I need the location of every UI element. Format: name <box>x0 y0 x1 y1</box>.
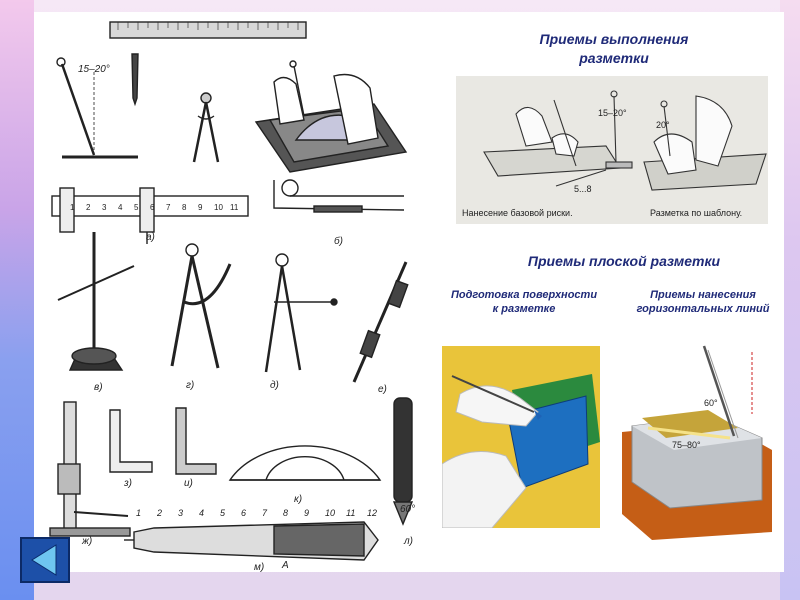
ruler-number: 1 <box>70 203 75 212</box>
tool-label-angle: 15–20° <box>78 64 110 75</box>
ruler-number: 11 <box>230 203 239 212</box>
punch-part-number: 11 <box>346 508 355 518</box>
surface-prep-drawing <box>442 346 600 528</box>
tool-label-a: а) <box>146 232 155 243</box>
tool-label-e: е) <box>378 384 387 395</box>
horizontal-lines-line-1: Приемы нанесения <box>650 289 756 301</box>
surface-prep-line-2: к разметке <box>492 303 556 315</box>
marking-methods-line-1: Приемы выполнения <box>539 31 689 47</box>
marking-methods-photo: 15–20° 5...8 20° Нанесение базовой риски… <box>456 76 768 224</box>
slide-canvas: 15–20° а) б) в) г) д) е) ж) з) и) к) л) … <box>34 12 784 572</box>
ruler-number: 8 <box>182 203 187 212</box>
marking-methods-heading: Приемы выполнения разметки <box>464 30 764 68</box>
tool-label-g: г) <box>186 380 194 391</box>
punch-part-number: 12 <box>367 508 377 518</box>
block-angle-1-label: 60° <box>704 398 718 408</box>
surface-prep-subheading: Подготовка поверхности к разметке <box>434 288 614 316</box>
photo-dim-label: 5...8 <box>574 184 592 194</box>
horizontal-lines-drawing: 60° 75–80° <box>622 345 772 540</box>
back-arrow-icon <box>31 544 57 576</box>
tool-label-i: и) <box>184 478 193 489</box>
back-nav-button[interactable] <box>20 537 70 583</box>
tool-label-k: к) <box>294 494 302 505</box>
punch-part-number: 7 <box>262 508 268 518</box>
tool-label-b: б) <box>334 235 343 247</box>
tool-label-punch-angle: 60° <box>400 504 415 515</box>
ruler-number: 10 <box>214 203 223 212</box>
surface-prep-line-1: Подготовка поверхности <box>450 289 598 301</box>
block-angle-2-label: 75–80° <box>672 440 701 450</box>
punch-part-number: 8 <box>283 508 288 518</box>
template-caption: Разметка по шаблону. <box>650 208 742 218</box>
ruler-number: 3 <box>102 203 107 212</box>
ruler-number: 5 <box>134 203 139 212</box>
photo-angle-small-label: 20° <box>656 120 670 130</box>
ruler-number: 6 <box>150 203 155 212</box>
ruler-number: 2 <box>86 203 91 212</box>
tool-label-v: в) <box>94 382 103 393</box>
punch-part-number: 10 <box>325 508 335 518</box>
tool-label-zh: ж) <box>81 536 92 547</box>
photo-angle-label: 15–20° <box>598 108 627 118</box>
surface-prep-photo <box>442 346 600 528</box>
horizontal-lines-subheading: Приемы нанесения горизонтальных линий <box>628 288 778 316</box>
punch-part-number: 2 <box>156 508 162 518</box>
horizontal-lines-photo: 60° 75–80° <box>612 332 776 544</box>
ruler-number: 4 <box>118 203 123 212</box>
marking-methods-line-2: разметки <box>579 50 649 66</box>
tool-label-l: л) <box>403 536 413 547</box>
tool-label-A: A <box>281 560 289 571</box>
punch-part-number: 4 <box>199 508 204 518</box>
ruler-number: 7 <box>166 203 171 212</box>
tool-label-d: д) <box>270 380 279 391</box>
ruler-number: 9 <box>198 203 203 212</box>
marking-tools-illustration: 15–20° а) б) в) г) д) е) ж) з) и) к) л) … <box>49 21 415 572</box>
horizontal-lines-line-2: горизонтальных линий <box>636 303 770 315</box>
baseline-caption: Нанесение базовой риски. <box>462 208 573 218</box>
punch-part-number: 6 <box>241 508 246 518</box>
marking-methods-drawing: 15–20° 5...8 20° Нанесение базовой риски… <box>462 90 767 218</box>
punch-part-number: 3 <box>178 508 183 518</box>
right-decor-strip <box>780 0 800 600</box>
scriber <box>60 63 96 156</box>
punch-part-number: 1 <box>136 508 141 518</box>
flat-marking-heading: Приемы плоской разметки <box>527 253 721 269</box>
tool-label-z: з) <box>123 478 132 489</box>
punch-part-number: 5 <box>220 508 226 518</box>
left-decor-strip <box>0 0 34 600</box>
tool-label-m: м) <box>254 562 264 572</box>
punch-part-number: 9 <box>304 508 309 518</box>
